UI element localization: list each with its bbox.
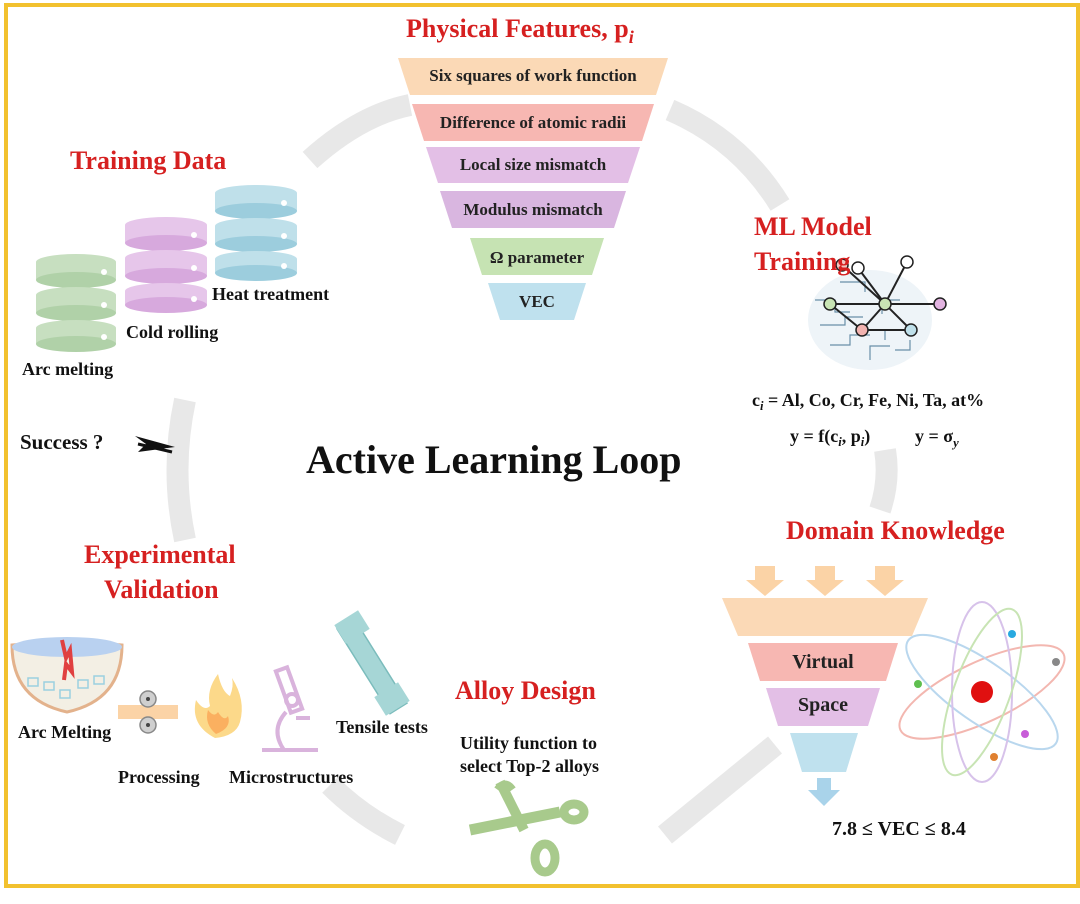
brain-network-icon (808, 255, 947, 370)
alloy-design-desc-line1: Utility function to (460, 733, 597, 753)
dk-layer-virtual: Virtual (792, 651, 854, 673)
success-arrow-icon (135, 436, 175, 454)
domain-knowledge-title: Domain Knowledge (786, 516, 1005, 545)
composition-var: c (752, 390, 760, 410)
funnel-layer-4 (440, 191, 626, 228)
funnel-layer-5 (470, 238, 604, 275)
funnel-item-1: Six squares of work function (429, 66, 637, 85)
loop-arc-right (869, 448, 898, 514)
crucible-icon (10, 637, 124, 714)
scissors-icon (468, 779, 589, 877)
funnel-layer-3 (426, 147, 640, 183)
rolling-icon (118, 690, 178, 734)
formula-model: y = f(ci, pi) (790, 426, 871, 449)
physical-features-title-sub: i (628, 27, 634, 47)
database-stack-purple (125, 217, 207, 313)
dk-funnel-top (722, 598, 928, 636)
flame-icon (194, 674, 242, 738)
microscope-icon (262, 664, 318, 752)
formula-target: y = σy (915, 426, 959, 450)
alloy-design-desc-line2: select Top-2 alloys (460, 756, 600, 776)
step-processing: Processing (118, 767, 200, 787)
funnel-item-3: Local size mismatch (459, 155, 607, 174)
funnel-item-6: VEC (519, 292, 555, 311)
dk-funnel-bottom (790, 733, 858, 772)
ml-model-title-line1: ML Model (754, 212, 872, 241)
funnel-item-2: Difference of atomic radii (439, 113, 627, 132)
formula-2: y = σ (915, 426, 954, 446)
funnel-layer-1 (398, 58, 668, 95)
formula-1-sub-c: i (838, 435, 842, 449)
funnel-layer-2 (412, 104, 654, 141)
formula-1-prefix: y = f(c (790, 426, 839, 446)
experimental-validation-title-line2: Validation (104, 575, 219, 604)
label-arc-melting: Arc melting (22, 359, 114, 379)
dk-funnel-virtual (748, 643, 898, 681)
formula-1-mid: , p (841, 426, 861, 446)
dk-funnel-space (766, 688, 880, 726)
step-tensile-tests: Tensile tests (336, 717, 428, 737)
formula-2-sub: y (953, 436, 959, 450)
loop-arc-top-left (302, 94, 413, 169)
domain-knowledge-funnel (722, 566, 928, 806)
composition-text: = Al, Co, Cr, Fe, Ni, Ta, at% (768, 390, 985, 410)
database-stack-blue (215, 185, 297, 281)
loop-arc-bottom-left (322, 777, 405, 845)
formula-1-sub-p: i (860, 435, 865, 449)
loop-arc-bottom-right (658, 736, 782, 844)
ml-model-title-line2: Training (754, 247, 851, 276)
physical-features-title: Physical Features, pi (406, 14, 634, 47)
loop-arcs (166, 94, 898, 845)
dk-funnel-arrow (808, 778, 840, 806)
success-label: Success ? (20, 430, 104, 454)
composition-definition: ci = Al, Co, Cr, Fe, Ni, Ta, at% (752, 390, 985, 413)
formula-1-suffix: ) (864, 426, 871, 446)
tensile-specimen-icon (334, 610, 410, 716)
label-cold-rolling: Cold rolling (126, 322, 219, 342)
funnel-item-5: Ω parameter (489, 248, 585, 267)
loop-arc-left (166, 397, 196, 543)
loop-arc-top-right (665, 99, 790, 211)
experimental-validation-title-line1: Experimental (84, 540, 236, 569)
composition-sub: i (760, 399, 764, 413)
center-title: Active Learning Loop (306, 437, 682, 482)
training-data-title: Training Data (70, 146, 227, 175)
atom-icon (898, 601, 1066, 783)
vec-constraint: 7.8 ≤ VEC ≤ 8.4 (832, 818, 966, 840)
alloy-design-title: Alloy Design (455, 676, 596, 705)
step-microstructures: Microstructures (229, 767, 354, 787)
label-heat-treatment: Heat treatment (212, 284, 330, 304)
physical-features-funnel (398, 58, 668, 320)
step-arc-melting: Arc Melting (18, 722, 112, 742)
funnel-item-4: Modulus mismatch (463, 200, 603, 219)
dk-layer-space: Space (798, 694, 848, 716)
funnel-layer-6 (488, 283, 586, 320)
database-stack-green (36, 254, 116, 352)
